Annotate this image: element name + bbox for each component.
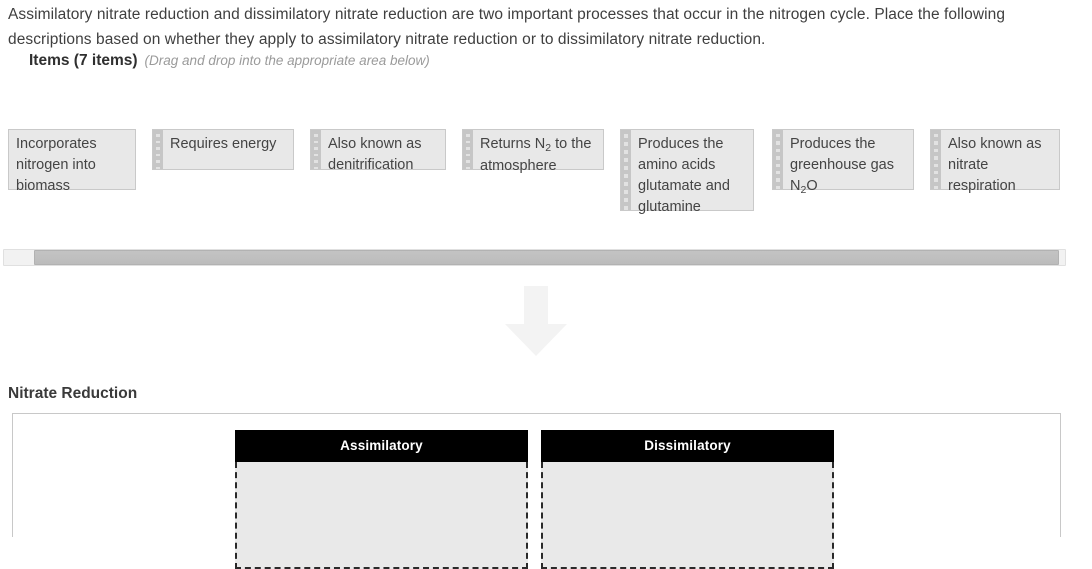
item-card[interactable]: Also known as denitrification: [310, 129, 446, 173]
drop-area-container: [12, 413, 1061, 537]
drop-area-title: Nitrate Reduction: [8, 385, 138, 402]
item-card-label: Requires energy: [170, 136, 277, 152]
drop-zone-assimilatory[interactable]: [235, 462, 528, 569]
down-arrow-head: [505, 324, 567, 356]
drop-column-assimilatory: Assimilatory: [235, 430, 528, 569]
items-hint: (Drag and drop into the appropriate area…: [144, 53, 430, 68]
item-card[interactable]: Produces the greenhouse gas N2O: [772, 129, 914, 196]
drag-handle-icon[interactable]: [463, 130, 473, 169]
down-arrow-shaft: [524, 286, 548, 325]
item-card[interactable]: Incorporates nitrogen into biomass: [8, 129, 136, 194]
drop-column-header: Dissimilatory: [541, 430, 834, 462]
drag-handle-icon[interactable]: [621, 130, 631, 210]
item-card-label: Returns N2 to the atmosphere: [480, 136, 592, 174]
drop-zone-dissimilatory[interactable]: [541, 462, 834, 569]
item-card[interactable]: Also known as nitrate respiration: [930, 129, 1060, 194]
drag-handle-icon[interactable]: [773, 130, 783, 189]
items-header: Items (7 items) (Drag and drop into the …: [29, 52, 430, 70]
items-title: Items (7 items): [29, 52, 138, 69]
item-card-label: Also known as nitrate respiration: [948, 136, 1042, 194]
drop-columns: Assimilatory Dissimilatory: [235, 430, 834, 569]
item-card-label: Also known as denitrification: [328, 136, 422, 173]
item-card[interactable]: Produces the amino acids glutamate and g…: [620, 129, 754, 215]
drag-handle-icon[interactable]: [311, 130, 321, 169]
horizontal-scrollbar-track[interactable]: [3, 249, 1066, 266]
question-prompt: Assimilatory nitrate reduction and dissi…: [8, 6, 1006, 48]
drag-handle-icon[interactable]: [931, 130, 941, 189]
items-strip: Incorporates nitrogen into biomass Requi…: [0, 129, 1092, 221]
item-card[interactable]: Returns N2 to the atmosphere: [462, 129, 604, 174]
item-card-label: Produces the greenhouse gas N2O: [790, 136, 894, 196]
drag-handle-icon[interactable]: [153, 130, 163, 169]
item-card-label: Produces the amino acids glutamate and g…: [638, 136, 730, 215]
item-card[interactable]: Requires energy: [152, 129, 294, 170]
item-card-label: Incorporates nitrogen into biomass: [16, 136, 97, 194]
drop-column-header: Assimilatory: [235, 430, 528, 462]
drop-column-dissimilatory: Dissimilatory: [541, 430, 834, 569]
horizontal-scrollbar-thumb[interactable]: [34, 250, 1059, 265]
down-arrow-icon: [505, 286, 567, 356]
